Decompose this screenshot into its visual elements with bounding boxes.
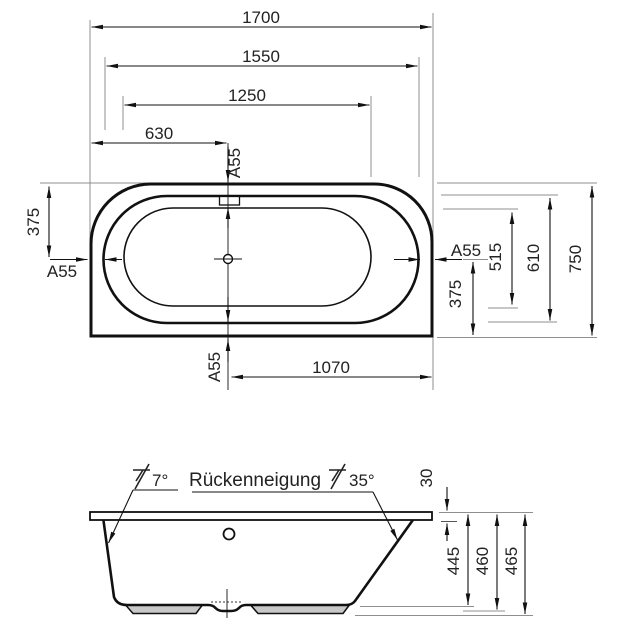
dim-text-1250: 1250 — [228, 86, 266, 105]
dim-text-a55-right: A55 — [451, 241, 481, 260]
dim-text-610: 610 — [524, 244, 543, 272]
plan-dimension-lines — [46, 24, 595, 380]
dim-text-30: 30 — [417, 469, 436, 488]
plan-extension-lines — [40, 13, 597, 390]
dim-text-a55-left: A55 — [47, 262, 77, 281]
dim-text-375-right: 375 — [446, 280, 465, 308]
slope-leaders — [108, 489, 398, 544]
foot-pad-right — [250, 604, 350, 615]
dim-text-445: 445 — [444, 547, 463, 575]
dim-text-460: 460 — [473, 547, 492, 575]
tub-side-shell — [101, 515, 418, 613]
side-dimension-lines — [444, 487, 528, 614]
rim-flange — [89, 511, 433, 521]
dim-text-465: 465 — [502, 547, 521, 575]
dim-text-a55-top: A55 — [225, 148, 244, 178]
slope-symbol-back — [329, 463, 346, 490]
tub-inner-rim-outline — [102, 194, 420, 325]
dim-text-630: 630 — [145, 124, 173, 143]
label-back-slope-angle: 35° — [349, 471, 375, 490]
drain-side-icon — [222, 527, 236, 541]
plan-view: 1700 1550 1250 630 1070 A55 375 A55 A55 … — [24, 8, 597, 390]
label-front-slope-angle: 7° — [152, 471, 168, 490]
side-extension-lines — [355, 512, 533, 616]
side-view: 7° Rückenneigung 35° 30 445 460 465 — [89, 463, 533, 618]
dim-text-1550: 1550 — [242, 47, 280, 66]
dim-text-750: 750 — [566, 245, 585, 273]
slope-symbol-front — [133, 463, 150, 490]
tub-outer-outline — [89, 182, 434, 338]
dim-text-1070: 1070 — [312, 358, 350, 377]
tub-basin-floor-outline — [123, 207, 372, 307]
dim-text-1700: 1700 — [242, 8, 280, 27]
dim-text-515: 515 — [486, 243, 505, 271]
dim-text-375-left: 375 — [24, 208, 43, 236]
drain-icon — [214, 253, 242, 265]
overflow-fitting-icon — [218, 195, 241, 206]
dim-text-a55-bottom: A55 — [205, 352, 224, 382]
foot-pad-left — [125, 604, 203, 615]
label-rueckenneigung: Rückenneigung — [189, 470, 321, 491]
